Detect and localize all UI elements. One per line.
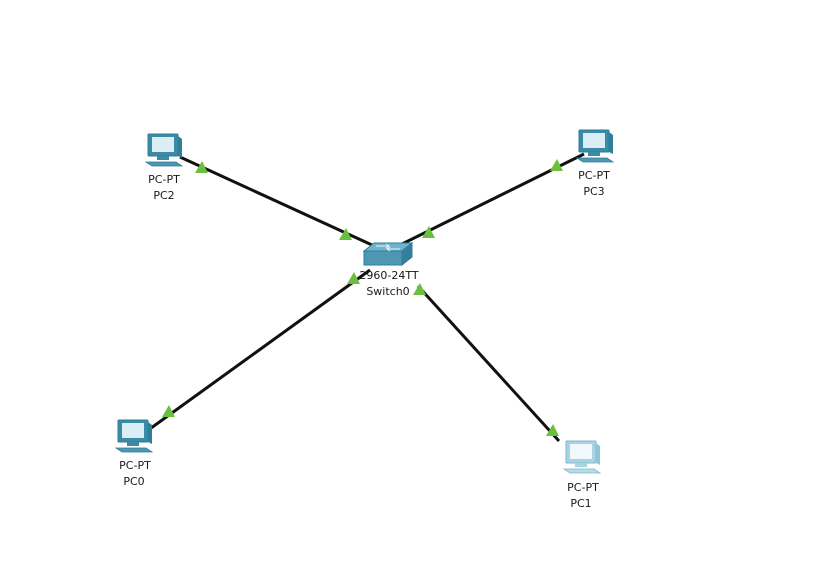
switch0-model-label: 2960-24TT <box>359 269 419 282</box>
switch-icon[interactable] <box>362 241 414 267</box>
switch0-name-label: Switch0 <box>366 285 410 298</box>
pc1-name-label: PC1 <box>570 497 592 510</box>
pc3-computer-icon[interactable] <box>575 129 615 163</box>
pc0-model-label: PC-PT <box>119 459 151 472</box>
link-up-indicator-pc3-switch-end <box>422 226 435 238</box>
pc2-computer-icon[interactable] <box>144 133 184 167</box>
link-pc2-switch0[interactable] <box>179 155 373 247</box>
pc2-name-label: PC2 <box>153 189 175 202</box>
pc2-model-label: PC-PT <box>148 173 180 186</box>
link-up-indicator-pc1-end <box>546 424 559 436</box>
link-up-indicator-pc2-end <box>195 161 208 173</box>
link-up-indicator-pc1-switch-end <box>413 283 426 295</box>
link-status-indicators <box>162 159 563 436</box>
pc3-model-label: PC-PT <box>578 169 610 182</box>
link-pc0-switch0[interactable] <box>139 268 371 438</box>
link-up-indicator-pc2-switch-end <box>339 228 352 240</box>
pc1-computer-icon[interactable] <box>562 440 602 474</box>
pc1-model-label: PC-PT <box>567 481 599 494</box>
link-up-indicator-pc3-end <box>550 159 563 171</box>
pc0-name-label: PC0 <box>123 475 145 488</box>
pc3-name-label: PC3 <box>583 185 605 198</box>
link-pc1-switch0[interactable] <box>416 284 561 443</box>
link-up-indicator-pc0-end <box>162 405 175 417</box>
pc0-computer-icon[interactable] <box>114 419 154 453</box>
link-up-indicator-pc0-switch-end <box>347 272 360 284</box>
